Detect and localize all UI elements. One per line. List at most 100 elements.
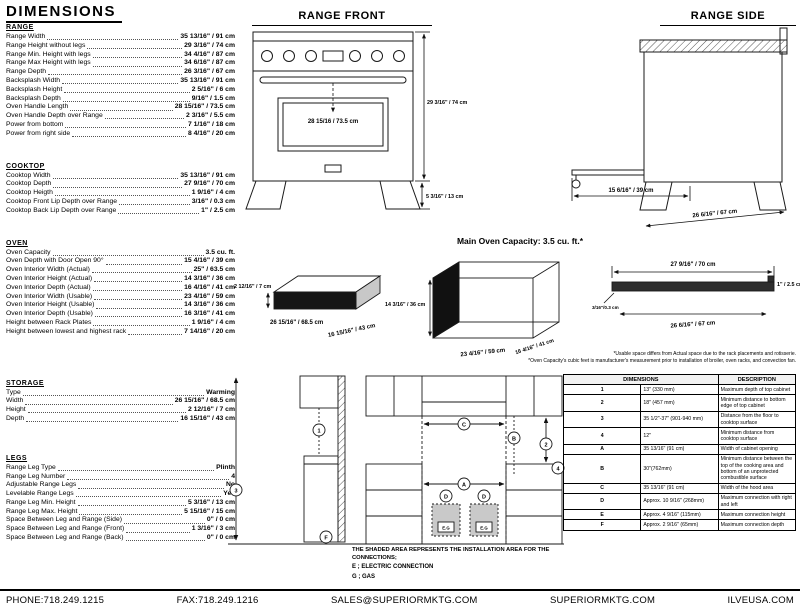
spec-value: 7 1/16" / 18 cm <box>187 120 235 128</box>
spec-row: Cooktop Back Lip Depth over Range 1" / 2… <box>6 207 235 216</box>
leader-dots <box>77 505 186 507</box>
row-key: 2 <box>562 394 642 412</box>
spec-row: Range Depth 26 3/16" / 67 cm <box>6 68 235 77</box>
spec-label: Depth <box>6 414 25 422</box>
spec-section-legs: LEGS Range Leg Type Plinth Range Leg Num… <box>6 455 235 543</box>
spec-label: Backsplash Depth <box>6 94 61 102</box>
leader-dots <box>48 74 183 76</box>
footer-brand-site: ILVEUSA.COM <box>727 595 794 606</box>
drawer-height-dim: 2 12/16" / 7 cm <box>234 284 272 290</box>
footer-bar: PHONE:718.249.1215 FAX:718.249.1216 SALE… <box>0 589 800 610</box>
spec-label: Cooktop Depth <box>6 180 52 188</box>
range-front-dim-lines <box>331 31 430 210</box>
row-dimension: 35 13/16" (91 cm) <box>640 482 719 494</box>
spec-value: 7 14/16" / 20 cm <box>184 327 235 335</box>
spec-row: Backsplash Width 35 13/16" / 91 cm <box>6 77 235 86</box>
marker-F: F <box>324 536 328 542</box>
spec-row: Oven Interior Depth (Actual) 16 4/16" / … <box>6 284 235 293</box>
logo-badge <box>324 164 342 173</box>
leader-dots <box>119 204 190 206</box>
leader-dots <box>27 412 186 414</box>
row-dimension: 35 13/16" (91 cm) <box>640 443 719 455</box>
spec-label: Cooktop Width <box>6 171 51 179</box>
spec-row: Oven Interior Width (Usable) 23 4/16" / … <box>6 293 235 302</box>
door-roller-icon <box>571 179 581 189</box>
table-row: C 35 13/16" (91 cm) Width of the hood ar… <box>562 482 797 494</box>
leader-dots <box>124 522 205 524</box>
spec-label: Range Width <box>6 33 46 40</box>
leader-dots <box>87 48 183 50</box>
row-description: Minimum distance from cooktop surface <box>717 427 797 445</box>
spec-value: 34 6/16" / 87 cm <box>184 59 235 67</box>
spec-label: Space Between Leg and Range (Back) <box>6 534 124 542</box>
shaded-area-note: THE SHADED AREA REPRESENTS THE INSTALLAT… <box>352 547 550 561</box>
spec-value: 1 9/16" / 4 cm <box>191 189 235 197</box>
spec-row: Cooktop Front Lip Depth over Range 3/16"… <box>6 198 235 207</box>
spec-value: 14 3/16" / 36 cm <box>184 274 235 282</box>
oven-capacity-line: Main Oven Capacity: 3.5 cu. ft.* <box>456 236 584 246</box>
spec-value: 5 3/16" / 13 cm <box>187 498 235 506</box>
row-dimension: 18" (457 mm) <box>640 394 719 412</box>
range-side-outline <box>571 27 788 211</box>
spec-label: Range Leg Max. Height <box>6 507 78 515</box>
spec-value: 35 13/16" / 91 cm <box>180 33 235 40</box>
left-leg <box>245 180 287 210</box>
row-description: Maximum connection height <box>717 509 797 521</box>
eg-box-left <box>437 521 455 533</box>
spec-value: 9/16" / 1.5 cm <box>191 94 235 102</box>
table-body: 1 13" (330 mm) Maximum depth of top cabi… <box>562 384 797 531</box>
spec-value: 4 <box>231 472 235 480</box>
leader-dots <box>25 403 173 405</box>
row-dimension: 35 1/2"-37" (901-940 mm) <box>640 410 719 429</box>
spec-row: Range Width 35 13/16" / 91 cm <box>6 33 235 42</box>
spec-row: Range Leg Number 4 <box>6 473 235 482</box>
knob-icon <box>393 50 405 62</box>
leader-dots <box>62 100 190 102</box>
spec-section-range: RANGE Range Width 35 13/16" / 91 cm Rang… <box>6 24 235 139</box>
leader-dots <box>72 136 186 138</box>
spec-label: Oven Interior Height (Actual) <box>6 274 93 282</box>
installation-notes: THE SHADED AREA REPRESENTS THE INSTALLAT… <box>352 546 566 582</box>
oven-interior-drawing: 14 3/16" / 36 cm 23 4/16" / 59 cm 16 4/1… <box>385 261 560 358</box>
knob-icon <box>305 50 317 62</box>
spec-row: Oven Interior Width (Actual) 25" / 63.5 … <box>6 266 235 275</box>
leader-dots <box>54 195 190 197</box>
spec-column: RANGE Range Width 35 13/16" / 91 cm Rang… <box>6 24 235 543</box>
range-side-dim-lines <box>571 178 785 228</box>
spec-label: Range Leg Number <box>6 472 66 480</box>
drawer-depth-dim: 16 15/16" / 43 cm <box>328 323 376 339</box>
spec-row: Height between Rack Plates 1 9/16" / 4 c… <box>6 319 235 328</box>
spec-value: 2 5/16" / 6 cm <box>191 85 235 93</box>
installation-outline <box>228 375 564 545</box>
spec-label: Space Between Leg and Range (Front) <box>6 525 125 533</box>
section-heading-legs: LEGS <box>6 454 28 462</box>
spec-row: Levelable Range Legs Yes <box>6 490 235 499</box>
spec-value: 1 3/16" / 3 cm <box>191 525 235 533</box>
spec-row: Backsplash Depth 9/16" / 1.5 cm <box>6 95 235 104</box>
knob-icon <box>349 50 361 62</box>
table-header-description: DESCRIPTION <box>717 373 797 386</box>
spec-label: Oven Interior Height (Usable) <box>6 301 95 309</box>
spec-value: 35 13/16" / 91 cm <box>180 76 235 84</box>
leader-dots <box>62 83 179 85</box>
top-cabinet-band <box>365 375 563 417</box>
leader-dots <box>70 109 173 111</box>
spec-row: Height between lowest and highest rack 7… <box>6 328 235 337</box>
spec-value: 34 4/16" / 87 cm <box>184 50 235 58</box>
front-handle-dim: 28 15/16 / 73.5 cm <box>308 119 358 125</box>
spec-label: Range Depth <box>6 68 47 76</box>
spec-row: Cooktop Width 35 13/16" / 91 cm <box>6 172 235 181</box>
spec-value: 8 4/16" / 20 cm <box>187 129 235 137</box>
spec-label: Levelable Range Legs <box>6 490 74 498</box>
spec-label: Backsplash Width <box>6 76 61 84</box>
spec-value: Warming <box>206 388 235 396</box>
table-row: D Approx. 10 9/16" (268mm) Maximum conne… <box>562 492 797 511</box>
leader-dots <box>93 325 190 327</box>
footer-phone: PHONE:718.249.1215 <box>6 595 105 606</box>
spec-rows-storage: Type Warming Width 26 15/16" / 68.5 cm H… <box>6 389 235 424</box>
spec-row: Cooktop Depth 27 9/16" / 70 cm <box>6 180 235 189</box>
eg-box-right <box>475 521 493 533</box>
row-dimension: 13" (330 mm) <box>640 384 719 396</box>
spec-value: 0" / 0 cm <box>206 534 235 542</box>
leader-dots <box>91 272 192 274</box>
